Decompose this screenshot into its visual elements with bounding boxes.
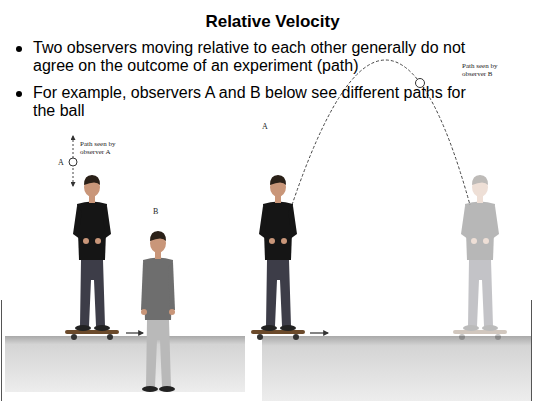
observer-label: B (153, 207, 163, 216)
bullet-dot (16, 91, 22, 97)
observer-a (251, 175, 305, 340)
observer-a-later (453, 175, 507, 340)
slide-title: Relative Velocity (0, 12, 545, 32)
bullet-dot (16, 46, 22, 52)
path-label: Path seen by observer A (80, 140, 128, 156)
bullet-text: For example, observers A and B below see… (33, 84, 469, 120)
frame-line (531, 300, 532, 401)
frame-line (1, 300, 2, 401)
path-label: Path seen by observer B (462, 62, 514, 78)
ball (69, 158, 77, 166)
motion-arrow (310, 332, 328, 333)
floor (262, 336, 531, 401)
observer-b (141, 231, 175, 392)
bullet-text: Two observers moving relative to each ot… (33, 39, 473, 75)
motion-arrow (126, 332, 143, 333)
observer-label: A (262, 122, 272, 131)
observer-label: A (58, 158, 68, 167)
floor (5, 336, 245, 392)
ball-path (292, 60, 470, 205)
observer-a (65, 175, 119, 340)
